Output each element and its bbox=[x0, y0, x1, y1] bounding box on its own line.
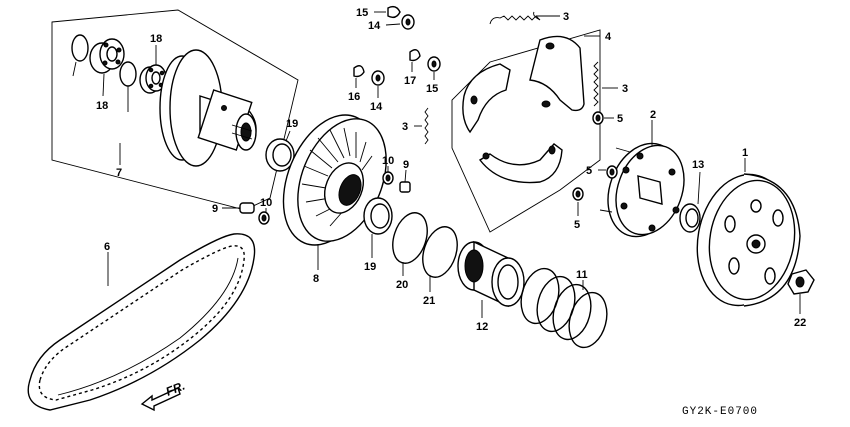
callout-13: 13 bbox=[692, 159, 704, 171]
callout-9-right: 9 bbox=[403, 159, 409, 171]
washer-14-mid bbox=[427, 56, 441, 80]
callout-6: 6 bbox=[104, 241, 110, 253]
callout-labels: 1 2 3 3 3 4 5 5 5 6 7 8 9 9 10 10 11 12 … bbox=[96, 7, 806, 333]
oil-seal-18-upper bbox=[265, 130, 295, 172]
callout-14-mid: 15 bbox=[426, 83, 438, 95]
circlip-21 bbox=[119, 61, 137, 112]
clutch-shoe-4 bbox=[462, 35, 600, 184]
callout-11: 11 bbox=[576, 269, 588, 281]
callout-1: 1 bbox=[742, 147, 748, 159]
pin-9-right bbox=[399, 169, 411, 193]
collar-5-upper bbox=[592, 111, 614, 125]
circlip-15-mid bbox=[409, 49, 421, 72]
washer-14-left bbox=[371, 70, 385, 98]
washer-13 bbox=[679, 171, 701, 233]
shoe-spring-3-center bbox=[414, 107, 429, 145]
o-ring-19-a bbox=[392, 212, 428, 276]
callout-15-left: 16 bbox=[348, 91, 360, 103]
callout-4: 4 bbox=[605, 31, 612, 43]
callout-14-left: 14 bbox=[370, 101, 383, 113]
callout-3-right: 3 bbox=[622, 83, 628, 95]
front-direction-arrow bbox=[140, 387, 181, 412]
callout-9-left: 9 bbox=[212, 203, 218, 215]
circlip-15-top bbox=[374, 5, 401, 19]
callout-2: 2 bbox=[650, 109, 656, 121]
diagram-code: GY2K-E0700 bbox=[682, 406, 758, 418]
callout-19-a: 20 bbox=[396, 279, 408, 291]
nut-10-left bbox=[258, 208, 270, 225]
callout-8: 8 bbox=[313, 273, 319, 285]
callout-12: 12 bbox=[476, 321, 488, 333]
callout-5-mid: 5 bbox=[586, 165, 592, 177]
callout-15-mid: 17 bbox=[404, 75, 416, 87]
front-direction-label: FR. bbox=[164, 379, 187, 399]
circlip-15-left bbox=[353, 65, 365, 88]
circlip-22 bbox=[71, 34, 89, 77]
pin-9-left bbox=[222, 202, 255, 214]
driven-face-assembly-frame bbox=[51, 9, 299, 211]
callout-10-left: 10 bbox=[260, 197, 272, 209]
collar-5-lower bbox=[572, 187, 584, 216]
bearing-17 bbox=[89, 38, 125, 97]
callout-5-lower: 5 bbox=[574, 219, 580, 231]
callout-17: 18 bbox=[96, 100, 108, 112]
clutch-shoe-assembly-frame bbox=[451, 29, 601, 233]
collar-5-mid bbox=[598, 165, 618, 179]
shoe-spring-3-right bbox=[593, 61, 618, 107]
callout-14-top: 14 bbox=[368, 20, 381, 32]
drive-belt-6 bbox=[27, 233, 256, 411]
callout-10-right: 10 bbox=[382, 155, 394, 167]
callout-3-top: 3 bbox=[563, 11, 569, 23]
callout-16: 18 bbox=[150, 33, 162, 45]
o-ring-19-b bbox=[422, 226, 458, 292]
callout-7: 7 bbox=[116, 167, 122, 179]
callout-18-lower: 19 bbox=[364, 261, 376, 273]
washer-14-top bbox=[385, 14, 415, 30]
shoe-spring-3-top bbox=[489, 11, 560, 25]
bearing-16 bbox=[139, 45, 167, 94]
nut-10-right bbox=[382, 166, 394, 185]
driven-face-7 bbox=[119, 49, 257, 167]
callout-3-center: 3 bbox=[402, 121, 408, 133]
oil-seal-18-lower bbox=[363, 197, 393, 258]
clutch-outer-1 bbox=[696, 158, 801, 307]
driven-spring-11 bbox=[520, 267, 608, 349]
callout-19-b: 21 bbox=[423, 295, 435, 307]
callout-20: 22 bbox=[794, 317, 806, 329]
callout-15-top: 15 bbox=[356, 7, 368, 19]
seal-collar-12 bbox=[457, 240, 525, 318]
nut-20 bbox=[787, 269, 815, 314]
clutch-drive-plate-2 bbox=[599, 120, 685, 238]
callout-5-upper: 5 bbox=[617, 113, 623, 125]
callout-18-upper: 19 bbox=[286, 118, 298, 130]
